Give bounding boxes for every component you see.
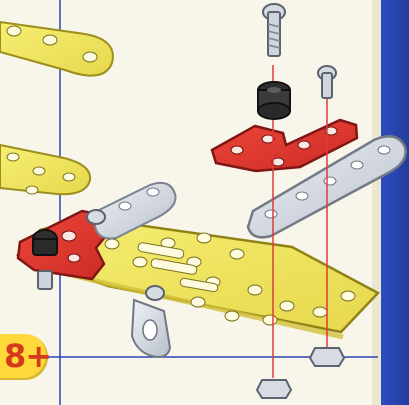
age-badge-text: 8+: [4, 338, 51, 374]
blue-side-stripe: [381, 0, 409, 405]
page-edge: [372, 0, 381, 405]
spacer-icon: [258, 82, 290, 119]
age-badge: 8+: [0, 334, 48, 380]
